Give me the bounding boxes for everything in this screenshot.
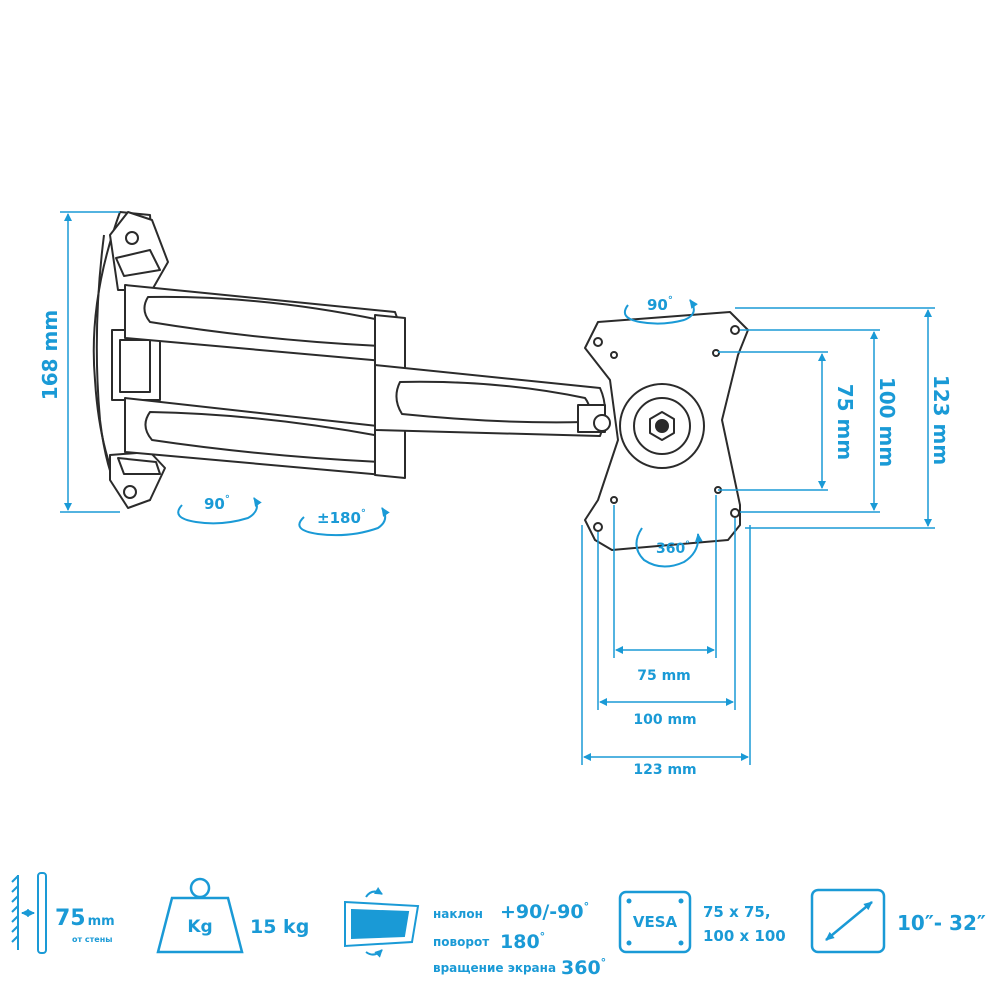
rot-180: ±180° xyxy=(317,508,366,527)
rot-90-top: 90° xyxy=(647,295,673,314)
top-lug xyxy=(109,211,169,291)
wall-distance-icon xyxy=(11,872,47,954)
vesa-sizes-line1: 75 x 75, xyxy=(703,903,771,921)
rotate-label: вращение экрана xyxy=(433,961,556,975)
weight-icon-label: Kg xyxy=(187,917,212,937)
vesa-sizes-line2: 100 x 100 xyxy=(703,927,786,945)
tilt-value: +90/-90° xyxy=(500,900,589,923)
wall-mount-drawing xyxy=(92,211,749,551)
swivel-label: поворот xyxy=(433,935,489,949)
dim-h75-label: 75 mm xyxy=(637,668,691,684)
dim-v75-label: 75 mm xyxy=(833,384,857,460)
dim-v123-label: 123 mm xyxy=(929,375,953,465)
screen-size-range: 10″- 32″ xyxy=(897,911,986,935)
rotation-arrows xyxy=(177,299,703,568)
tilt-swivel-icon xyxy=(344,886,420,958)
dim-168-label: 168 mm xyxy=(38,310,62,400)
swivel-value: 180° xyxy=(500,930,545,953)
tilt-label: наклон xyxy=(433,907,483,921)
dim-h123-label: 123 mm xyxy=(633,762,696,778)
screen-size-icon xyxy=(810,888,886,954)
weight-icon xyxy=(156,877,244,954)
dim-v100-label: 100 mm xyxy=(875,377,899,467)
rot-360: 360° xyxy=(656,540,690,557)
vesa-icon-label: VESA xyxy=(633,913,678,931)
vesa-icon xyxy=(618,890,692,954)
dim-h100-label: 100 mm xyxy=(633,712,696,728)
dimension-lines xyxy=(60,211,935,765)
rotate-value: 360° xyxy=(561,956,606,979)
rot-90-bottom: 90° xyxy=(204,494,230,513)
wall-distance-note: от стены xyxy=(72,935,112,944)
weight-value: 15 kg xyxy=(250,916,309,938)
